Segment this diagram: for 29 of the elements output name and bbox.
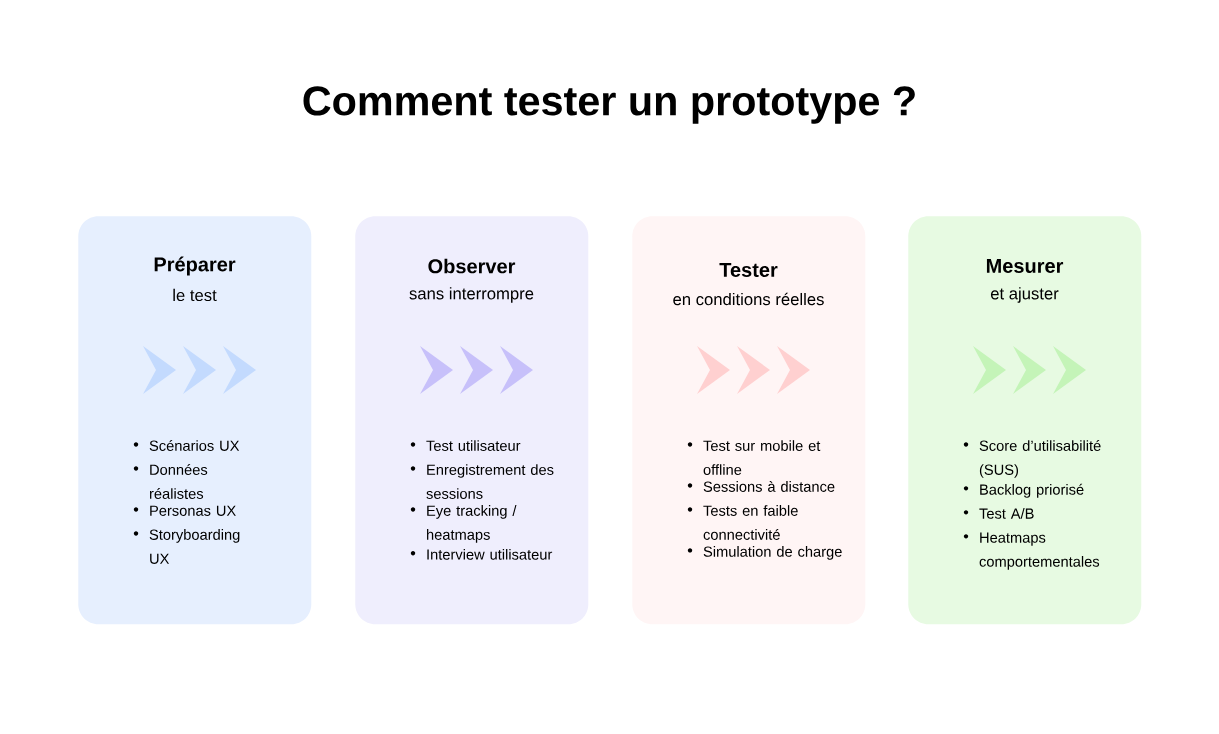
node-label: Simulation de charge (703, 546, 842, 560)
card-heading: Préparer (154, 256, 236, 276)
node-label: Score d’utilisabilité (SUS) (979, 440, 1101, 478)
node-label: Storyboarding UX (149, 529, 240, 564)
node-label: Enregistrement des sessions (426, 464, 554, 499)
node-label: Backlog priorisé (980, 483, 1084, 498)
card-heading: Observer (428, 258, 516, 274)
bullet-list: Scénarios UX Données réalistes Personas UX Storyboarding UX (133, 440, 240, 564)
card-subtitle: le test (173, 288, 217, 302)
card-subtitle: et ajuster (990, 287, 1059, 303)
node-label: Tests en faible connectivité (703, 505, 798, 540)
card-heading: Tester (719, 263, 778, 277)
card-subtitle: en conditions réelles (673, 292, 824, 306)
bullet-list: Test utilisateur Enregistrement des sessions Eye tracking / heatmaps Interview utilisateur (410, 440, 554, 560)
node-label: Scénarios UX (149, 440, 240, 451)
node-label: Interview utilisateur (427, 548, 553, 560)
card-subtitle: sans interrompre (409, 287, 534, 303)
node-label: Heatmaps comportementales (979, 532, 1100, 570)
bullet-list: Test sur mobile et offline Sessions à distance Tests en faible connectivité Simulation de charge (687, 440, 842, 560)
node-label: Personas UX (150, 505, 236, 516)
node-label: Données réalistes (149, 464, 208, 499)
bullet-list: Score d’utilisabilité (SUS) Backlog priorisé Test A/B Heatmaps comportementales (963, 440, 1101, 570)
title: Comment tester un prototype ? (303, 86, 915, 124)
card-heading: Mesurer (986, 259, 1064, 273)
node-label: Test A/B (979, 508, 1034, 519)
node-label: Test utilisateur (426, 440, 521, 451)
node-label: Sessions à distance (703, 480, 835, 492)
node-label: Eye tracking / heatmaps (427, 505, 517, 543)
node-label: Test sur mobile et offline (703, 440, 821, 475)
